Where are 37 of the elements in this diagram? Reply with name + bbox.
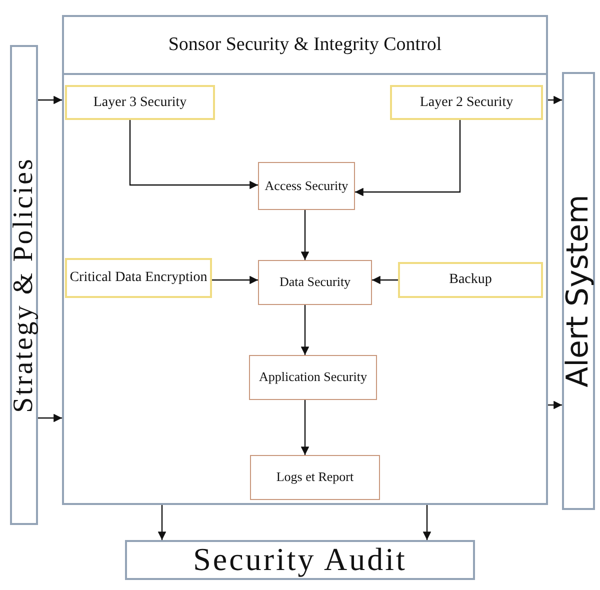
arrow: [355, 120, 461, 196]
panel-label: Alert System: [564, 194, 594, 388]
arrow: [129, 120, 258, 190]
panel-label: Strategy & Policies: [10, 157, 38, 413]
arrow: [548, 400, 562, 410]
box-label: Critical Data Encryption: [70, 270, 208, 286]
box-label: Backup: [449, 272, 492, 288]
box-label: Access Security: [264, 178, 348, 194]
process-box: [390, 85, 543, 120]
process-box: [398, 262, 543, 298]
process-box: [250, 455, 380, 500]
box-label: Layer 3 Security: [93, 94, 187, 110]
box-label: Logs et Report: [276, 470, 354, 485]
box-label: Security Audit: [193, 542, 407, 578]
process-box: [65, 85, 215, 120]
side-panel: [10, 45, 38, 525]
arrow: [38, 414, 62, 422]
process-box: [258, 260, 372, 305]
arrow: [300, 400, 310, 455]
arrow: [212, 276, 258, 284]
container-box: [62, 15, 548, 505]
box-label: Layer 2 Security: [420, 94, 514, 110]
side-panel: [562, 72, 595, 510]
process-box: [65, 258, 212, 298]
arrow: [300, 305, 310, 355]
arrow: [372, 276, 398, 284]
process-box: [258, 162, 355, 210]
box-label: Application Security: [259, 370, 367, 385]
arrow: [422, 505, 432, 540]
arrow: [300, 210, 310, 260]
arrow: [158, 505, 166, 540]
box-label: Data Security: [279, 275, 351, 290]
arrow: [548, 96, 562, 104]
audit-box: [125, 540, 475, 580]
arrow: [38, 96, 62, 104]
process-box: [249, 355, 377, 400]
container-title: Sonsor Security & Integrity Control: [168, 34, 442, 56]
